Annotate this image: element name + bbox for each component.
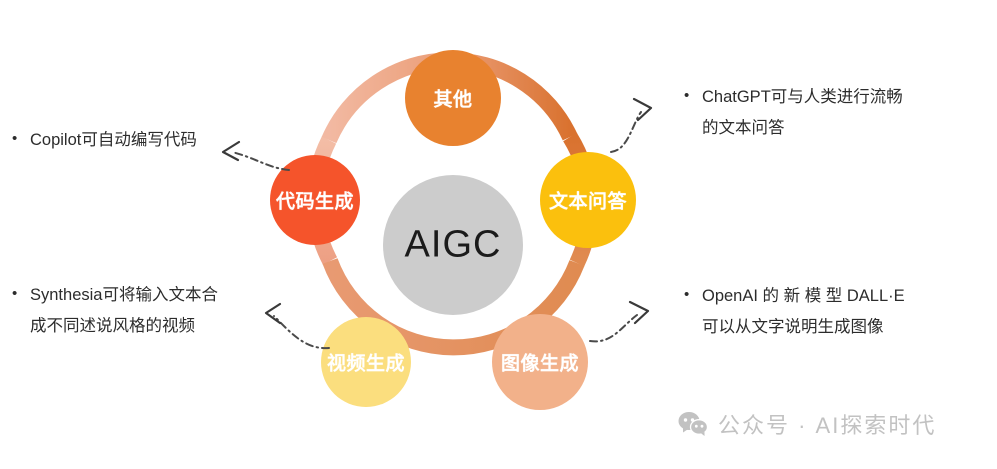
node-circle-image-gen[interactable] (492, 314, 588, 410)
callout-bullet: • (684, 286, 690, 303)
node-circle-other[interactable] (405, 50, 501, 146)
wechat-icon (678, 411, 709, 437)
callout-text-qa: • ChatGPT可与人类进行流畅 的文本问答 (684, 82, 954, 143)
callout-bullet: • (12, 285, 18, 302)
arrow-code-gen-line (231, 151, 290, 171)
watermark-text: 公众号 · AI探索时代 (718, 413, 937, 438)
arrow-text-qa-head (632, 97, 653, 122)
callout-text: ChatGPT可与人类进行流畅 的文本问答 (702, 88, 903, 137)
arrow-text-qa-line (610, 111, 642, 153)
node-circle-video-gen[interactable] (321, 317, 411, 407)
callout-text: Copilot可自动编写代码 (30, 131, 197, 149)
center-label: AIGC (404, 223, 502, 266)
arrow-video-gen-line (273, 315, 330, 350)
watermark: 公众号 · AI探索时代 (678, 408, 936, 440)
node-circle-text-qa[interactable] (540, 152, 636, 248)
arrow-image-gen-line (589, 314, 638, 343)
center-circle (383, 175, 523, 315)
callout-bullet: • (684, 87, 690, 104)
callout-text: OpenAI 的 新 模 型 DALL·E 可以从文字说明生成图像 (702, 287, 905, 336)
callout-video-gen: • Synthesia可将输入文本合 成不同述说风格的视频 (12, 280, 274, 341)
node-circle-code-gen[interactable] (270, 155, 360, 245)
callout-image-gen: • OpenAI 的 新 模 型 DALL·E 可以从文字说明生成图像 (684, 281, 959, 342)
arrow-image-gen-head (628, 300, 650, 325)
callout-text: Synthesia可将输入文本合 成不同述说风格的视频 (30, 286, 218, 335)
callout-code-gen: • Copilot可自动编写代码 (12, 125, 262, 156)
callout-bullet: • (12, 130, 18, 147)
arrow-video-gen-head (264, 302, 282, 325)
arrow-code-gen-head (221, 140, 241, 162)
